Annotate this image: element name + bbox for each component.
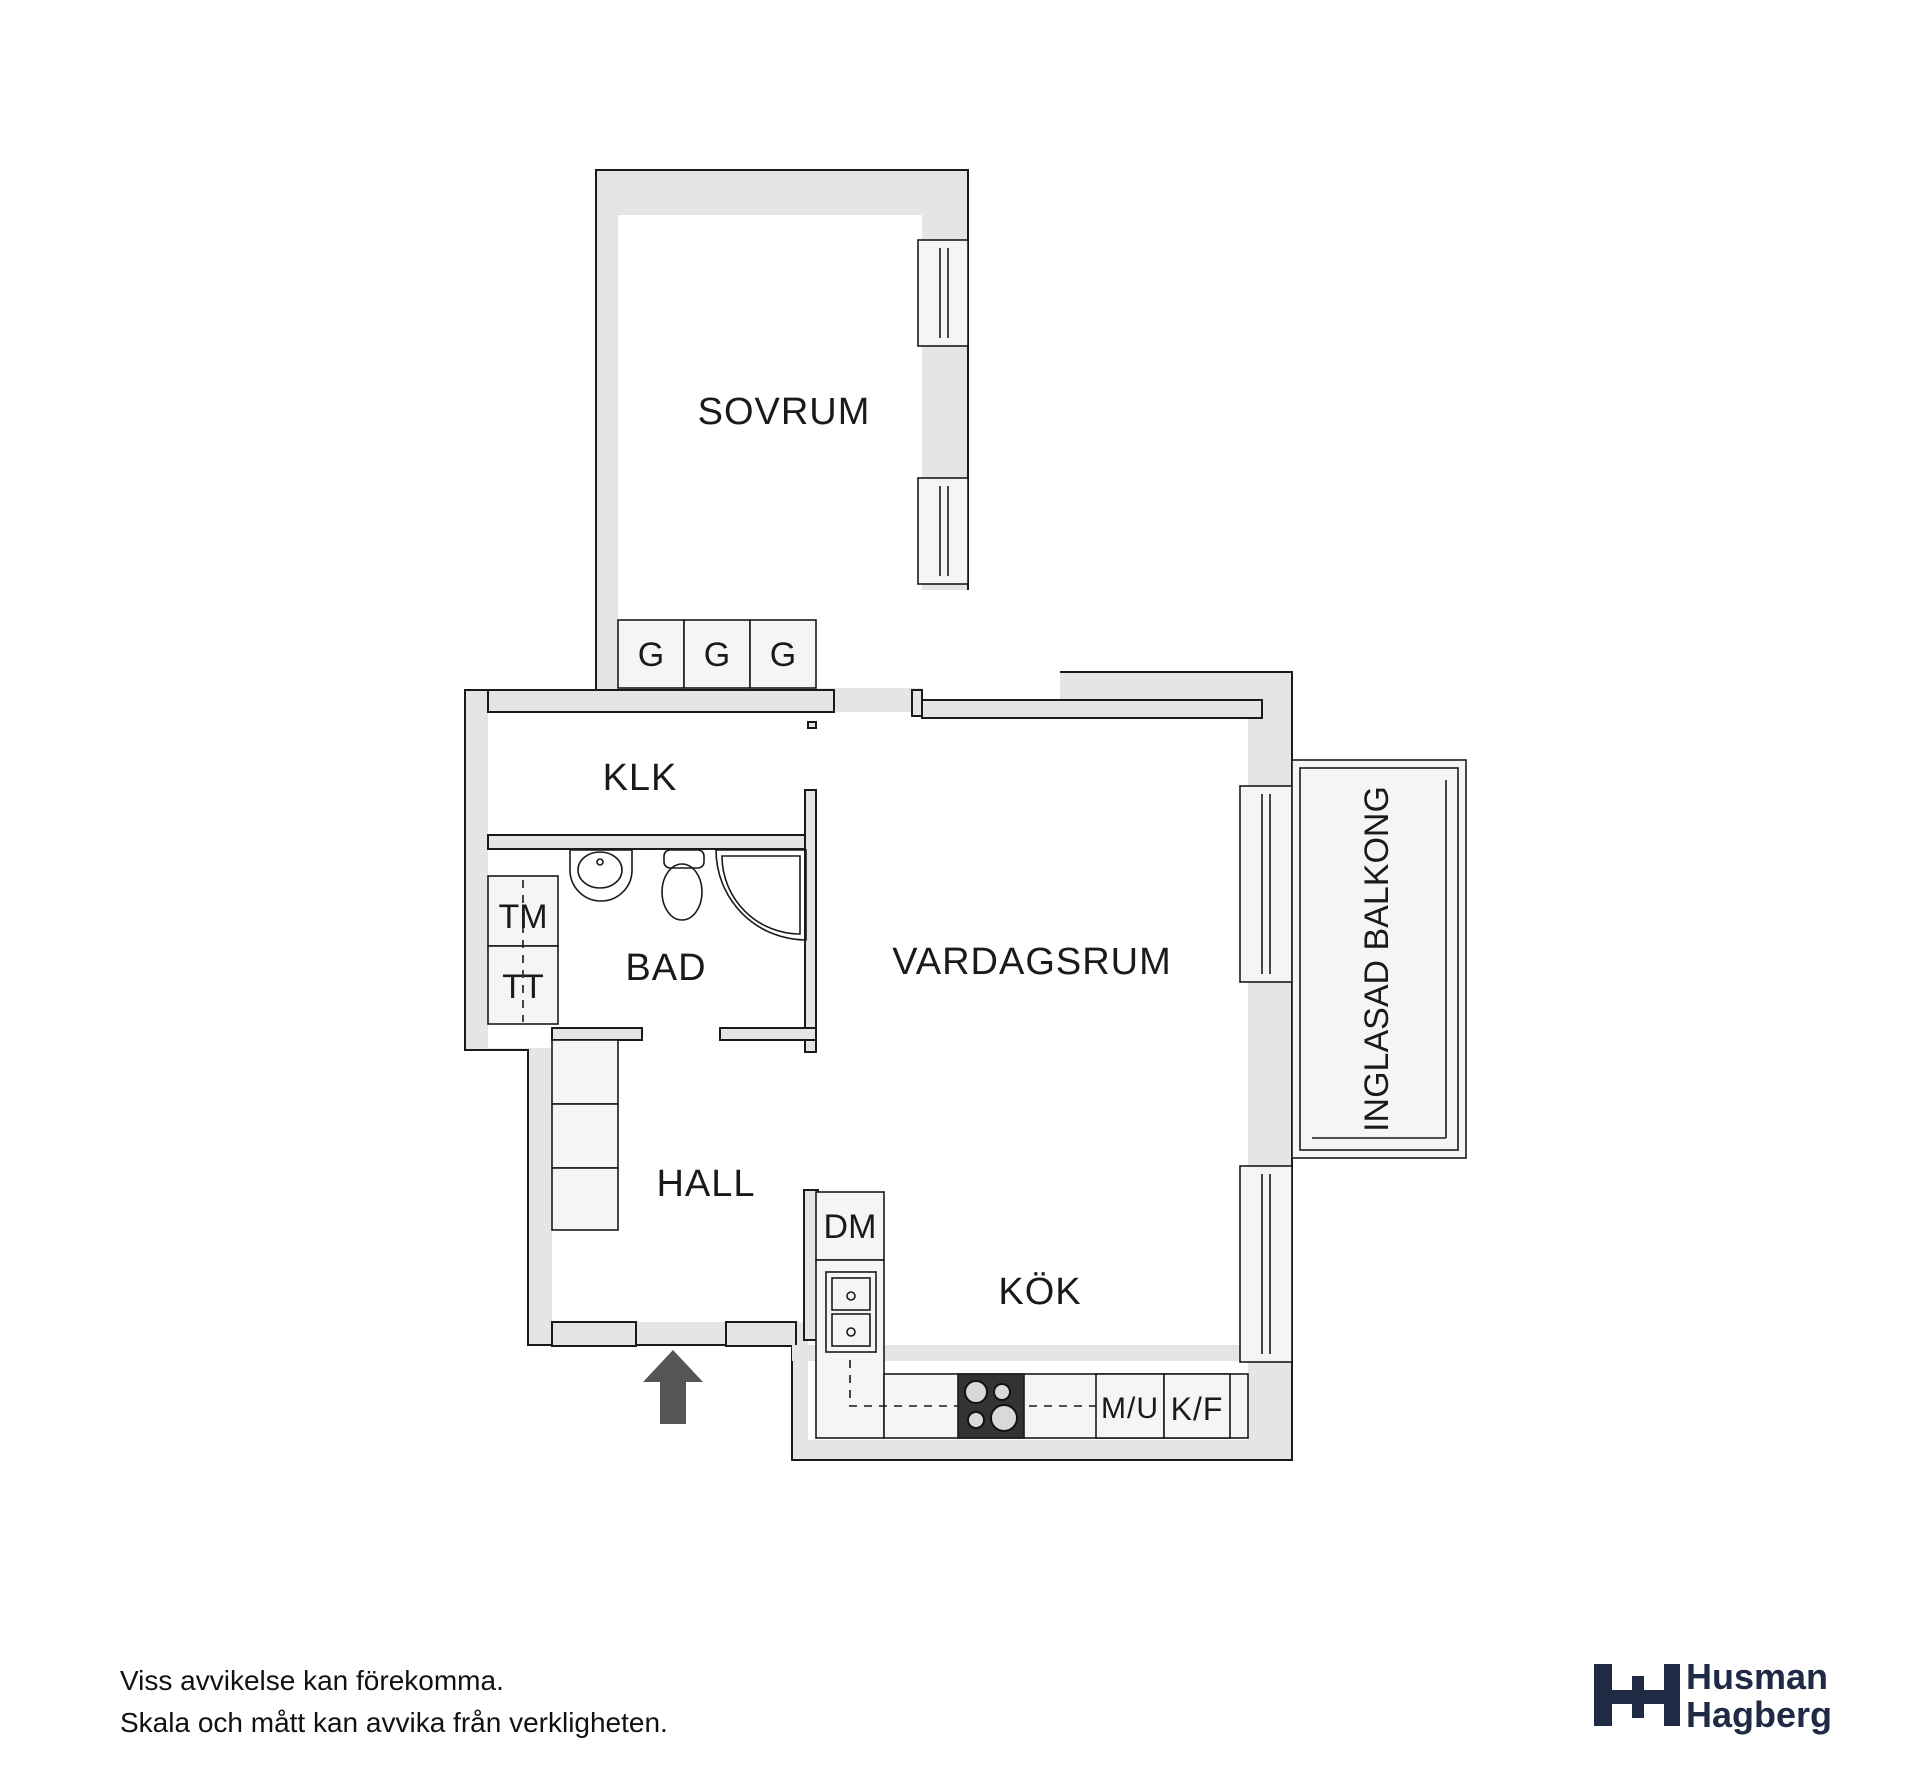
label-kf: K/F	[1171, 1391, 1224, 1427]
balcony	[1291, 759, 1467, 1159]
label-klk: KLK	[603, 757, 678, 799]
laundry-units	[487, 875, 559, 1025]
label-kok: KÖK	[998, 1271, 1081, 1313]
label-tm: TM	[498, 898, 547, 936]
brand-logo-icon	[1594, 1664, 1680, 1726]
entrance-arrow-icon	[643, 1350, 703, 1424]
label-dm: DM	[824, 1208, 877, 1246]
label-sovrum: SOVRUM	[698, 391, 871, 433]
label-wardrobe-2: G	[704, 636, 730, 674]
disclaimer-line-1: Viss avvikelse kan förekomma.	[120, 1665, 504, 1696]
label-tt: TT	[502, 968, 544, 1006]
kitchen-fixtures	[815, 1191, 1249, 1439]
label-vardagsrum: VARDAGSRUM	[892, 941, 1172, 983]
wardrobes	[617, 619, 817, 689]
brand-line-2: Hagberg	[1686, 1694, 1833, 1735]
label-wardrobe-3: G	[770, 636, 796, 674]
label-hall: HALL	[656, 1163, 755, 1205]
label-mu: M/U	[1101, 1392, 1159, 1425]
disclaimer: Viss avvikelse kan förekomma. Skala och …	[120, 1660, 668, 1744]
label-bad: BAD	[625, 947, 706, 989]
bathroom-fixtures	[569, 849, 807, 941]
brand-line-1: Husman	[1686, 1656, 1829, 1697]
label-balkong: INGLASAD BALKONG	[1358, 786, 1396, 1132]
hall-closets	[551, 1039, 619, 1231]
disclaimer-line-2: Skala och mått kan avvika från verklighe…	[120, 1707, 668, 1738]
label-wardrobe-1: G	[638, 636, 664, 674]
brand-name: Husman Hagberg	[1686, 1658, 1832, 1734]
walls	[464, 169, 1293, 1461]
